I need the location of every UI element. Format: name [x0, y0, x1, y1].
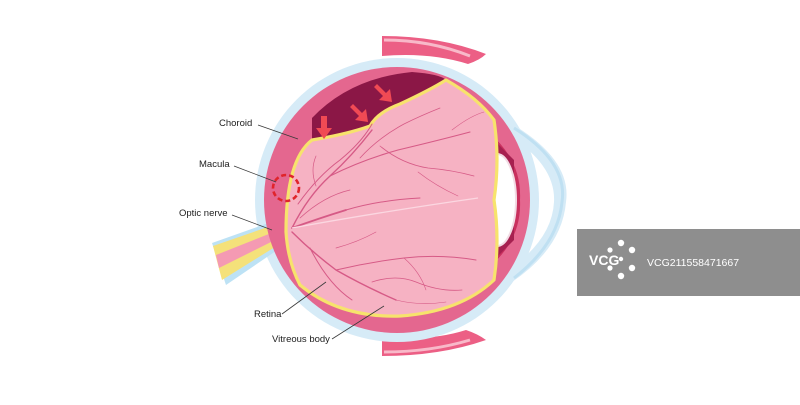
- watermark-background: [577, 229, 800, 296]
- label-retina: Retina: [254, 309, 282, 320]
- leader-vitreous-body: [331, 305, 385, 340]
- retinal-vessels: [291, 107, 485, 304]
- leader-choroid: [257, 124, 299, 140]
- arrow-down-icon: [316, 116, 332, 139]
- lower-muscle-highlight: [383, 338, 471, 354]
- label-choroid: Choroid: [219, 118, 252, 129]
- upper-muscle-highlight: [383, 38, 471, 58]
- cornea-edge: [513, 126, 565, 280]
- leader-optic-nerve: [231, 214, 273, 231]
- dashed-circle-icon: [271, 173, 301, 203]
- watermark-badge: VCG VCG211558471667: [577, 229, 800, 296]
- vcg-flower-logo-icon: [607, 239, 636, 280]
- leader-macula: [233, 165, 277, 183]
- lower-muscle: [382, 330, 486, 356]
- arrow-down-right-icon: [374, 84, 392, 102]
- retinal-detachment: [312, 72, 446, 140]
- label-macula: Macula: [199, 159, 230, 170]
- watermark-logo-text: VCG: [589, 252, 619, 268]
- label-optic-nerve: Optic nerve: [179, 208, 228, 219]
- watermark-id-text: VCG211558471667: [647, 257, 739, 269]
- leader-retina: [281, 281, 327, 315]
- detachment-arrows: [316, 84, 392, 139]
- label-vitreous-body: Vitreous body: [272, 334, 330, 345]
- upper-muscle: [382, 36, 486, 64]
- eye-muscles: [382, 36, 486, 356]
- arrow-down-right-icon: [350, 104, 368, 122]
- visual-axis: [291, 197, 479, 229]
